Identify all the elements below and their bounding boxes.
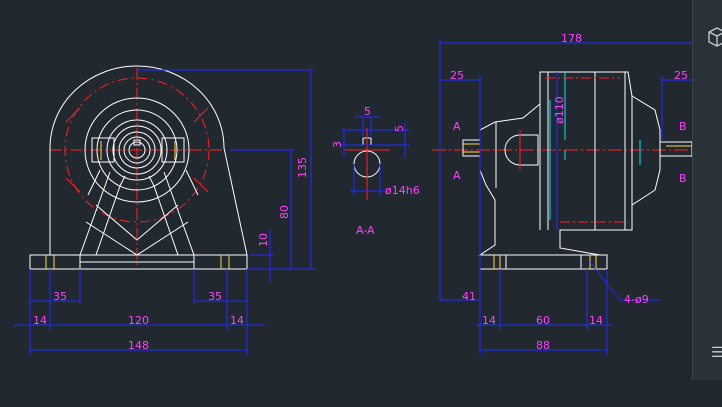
dim-178: 178 xyxy=(561,32,582,45)
view-cube-icon[interactable] xyxy=(707,26,722,48)
dim-120: 120 xyxy=(128,314,149,327)
cut-label-b-top: B xyxy=(679,120,687,133)
dim-10: 10 xyxy=(257,233,270,247)
dim-key-depth: 5 xyxy=(393,125,406,132)
dim-shaft-diameter: ø14h6 xyxy=(385,184,420,197)
section-dim-labels: 5 5 3 ø14h6 A-A xyxy=(331,105,420,237)
ring-3 xyxy=(106,119,168,181)
dim-14-left: 14 xyxy=(33,314,47,327)
dim-135: 135 xyxy=(296,157,309,178)
lug-right xyxy=(161,137,185,163)
housing-outline xyxy=(49,65,248,256)
front-view xyxy=(29,65,248,270)
section-label: A-A xyxy=(356,224,375,237)
side-base-foot-right xyxy=(580,254,608,270)
ring-mid xyxy=(96,109,178,191)
shaft-circle xyxy=(128,141,146,159)
side-view xyxy=(432,71,693,270)
dim-35-right: 35 xyxy=(208,290,222,303)
navigation-side-panel: ☰ xyxy=(692,0,722,380)
shaft-key xyxy=(133,139,141,146)
lug-left xyxy=(91,137,115,163)
section-view xyxy=(340,116,410,200)
ring-outer xyxy=(84,97,190,203)
foot-left xyxy=(29,254,81,270)
side-body-outline xyxy=(478,71,633,256)
hamburger-menu-icon[interactable]: ☰ xyxy=(711,345,722,361)
side-base xyxy=(479,254,608,270)
ring-6 xyxy=(123,136,151,164)
side-base-foot-left xyxy=(479,254,507,270)
center-cross-diag-4 xyxy=(193,107,209,123)
dim-14-base-left: 14 xyxy=(482,314,496,327)
dim-25-right: 25 xyxy=(674,69,688,82)
cut-label-b-bottom: B xyxy=(679,172,687,185)
ring-4 xyxy=(112,125,162,175)
dim-35-left: 35 xyxy=(53,290,67,303)
dim-body-diameter: ø110 xyxy=(553,96,566,124)
dim-88: 88 xyxy=(536,339,550,352)
side-body-inner xyxy=(495,72,661,230)
dim-14-base-right: 14 xyxy=(589,314,603,327)
dim-41: 41 xyxy=(462,290,476,303)
dim-holes: 4-ø9 xyxy=(624,293,649,306)
center-cross-diag-3 xyxy=(65,107,81,123)
cut-label-a-bottom: A xyxy=(453,169,461,182)
dim-25-left: 25 xyxy=(450,69,464,82)
side-view-dimensions xyxy=(439,40,692,355)
dim-key-offset: 3 xyxy=(331,141,344,148)
dim-60: 60 xyxy=(536,314,550,327)
front-view-dimensions xyxy=(14,69,316,355)
side-shaft-right xyxy=(659,141,693,157)
cut-label-a-top: A xyxy=(453,120,461,133)
center-cross-diag-2 xyxy=(193,177,209,193)
ring-5 xyxy=(118,131,156,169)
dim-14-right: 14 xyxy=(230,314,244,327)
side-shaft-left xyxy=(462,139,481,157)
dim-80: 80 xyxy=(278,205,291,219)
dim-key-width: 5 xyxy=(364,105,371,118)
housing-inner xyxy=(87,169,199,196)
center-cross-diag-1 xyxy=(65,177,81,193)
side-view-dim-labels: 178 25 25 ø110 41 14 60 14 88 4-ø9 A A B… xyxy=(450,32,688,352)
front-view-dim-labels: 135 80 10 35 35 14 120 14 148 xyxy=(33,157,309,352)
dim-148: 148 xyxy=(128,339,149,352)
side-boss xyxy=(504,134,539,166)
